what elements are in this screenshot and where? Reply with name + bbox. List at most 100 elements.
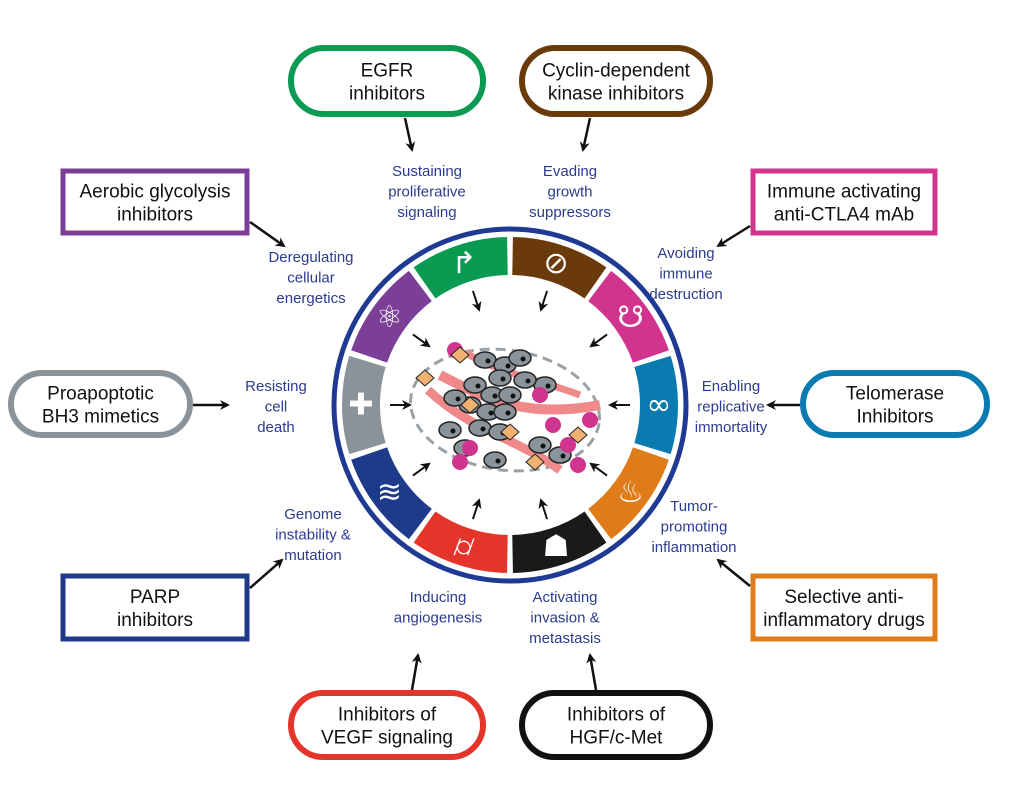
tumor-cell [473,351,497,369]
hallmark-label-line: Avoiding [657,245,714,262]
fibroblast [500,423,520,441]
hallmark-label-line: death [257,419,295,436]
hallmark-label-line: energetics [276,290,345,307]
therapy-arrows [193,117,800,691]
hallmark-label-line: mutation [284,547,342,564]
therapy-label-line: PARP [130,587,180,608]
ring-segment [588,447,669,540]
therapy-arrow [716,224,751,248]
ring-segment [588,270,669,363]
tumor-cell [528,436,552,454]
inward-arrow [412,462,431,477]
therapy-box: Selective anti-inflammatory drugs [750,573,938,642]
therapy-label-line: Selective anti- [784,587,903,608]
therapy-label-line: BH3 mimetics [42,407,159,428]
therapy-box-border [519,45,713,117]
inward-arrow [471,498,482,520]
tumor-cell [463,376,487,394]
therapy-label-line: Cyclin-dependent [542,61,691,82]
therapy-arrow [586,653,598,691]
hallmark-label-line: cell [265,399,288,416]
hallmark-label-line: cellular [287,270,335,287]
immune-cell [452,454,468,470]
inward-arrow [538,498,549,520]
hallmark-label-line: proliferative [388,184,466,201]
hallmark-label-line: Evading [543,163,597,180]
cross-icon: ✚ [348,388,373,423]
immune-cell [570,457,586,473]
tumor-cell [508,349,532,367]
fibroblast [568,426,588,444]
therapy-arrow [249,220,286,248]
tumor-cell [483,451,507,469]
ring-segment [351,447,432,540]
hallmark-label-line: invasion & [530,610,599,627]
hallmark-label-line: angiogenesis [394,610,482,627]
hallmark-label-line: destruction [649,286,722,303]
tumor-cell [493,403,517,421]
therapy-label-line: HGF/c-Met [570,728,664,749]
ring-segment [351,270,432,363]
therapy-box-border [60,573,250,642]
immune-cell [462,440,478,456]
therapy-box-border [750,168,938,236]
vessel-icon: ⌭ [453,529,475,564]
ring-segment [512,237,607,299]
therapy-label-line: inhibitors [117,610,193,631]
therapy-arrow [249,558,284,589]
ring-segment [413,511,508,573]
therapy-label-line: Inhibitors [856,407,933,428]
therapy-label-line: EGFR [361,61,414,82]
therapy-label-line: Immune activating [767,182,921,203]
hallmark-label-line: signaling [397,204,456,221]
fibroblast [415,369,435,387]
tumor-boundary [409,347,601,473]
therapy-label-line: inhibitors [349,84,425,105]
therapy-arrow [403,117,416,152]
inward-arrow [412,333,431,348]
therapy-arrow [579,117,592,152]
therapy-box-border [750,573,938,642]
hallmark-label-line: Deregulating [268,249,353,266]
ring-segment [634,355,678,455]
therapy-label-line: Proapoptotic [47,384,154,405]
hallmark-label-line: Genome [284,506,342,523]
therapy-label-line: Telomerase [846,384,944,405]
invasive-cell-icon: ☗ [543,529,570,564]
atom-icon: ⚛ [376,300,403,335]
therapy-arrow [410,653,422,691]
therapy-label-line: Inhibitors of [567,705,666,726]
therapy-box-border [800,370,990,438]
inward-arrow [589,333,608,348]
hallmark-label-line: growth [547,184,592,201]
hallmark-label-line: suppressors [529,204,611,221]
therapy-arrow [716,558,751,587]
inward-arrow [538,290,549,312]
tumor-cell [438,421,462,439]
tumor-cell [513,371,537,389]
therapy-label: Selective anti-inflammatory drugs [763,587,925,631]
therapy-box-border [60,168,250,236]
blood-vessel [437,370,601,415]
